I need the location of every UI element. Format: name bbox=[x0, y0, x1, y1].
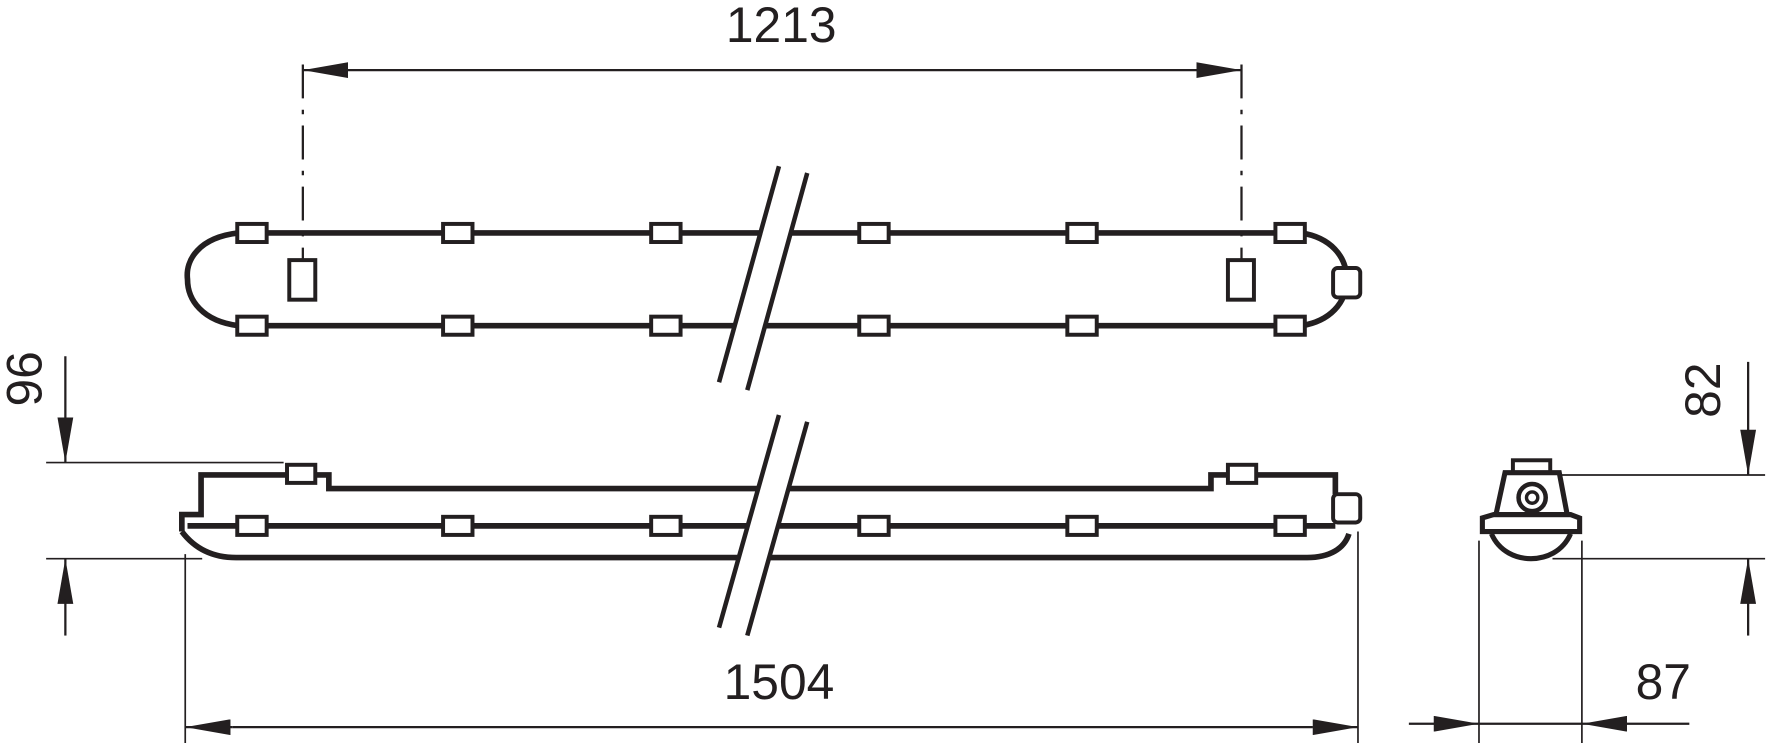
break-line bbox=[716, 165, 782, 383]
housing-clip bbox=[1273, 221, 1307, 244]
dimension-1504: 1504 bbox=[184, 531, 1359, 743]
housing-clip bbox=[1065, 221, 1099, 244]
end-diffuser bbox=[1489, 532, 1573, 562]
housing-clip bbox=[1065, 514, 1099, 537]
side-view bbox=[179, 414, 1363, 637]
end-gland-circle bbox=[1516, 481, 1548, 514]
break-line bbox=[745, 421, 810, 637]
housing-clip bbox=[857, 221, 891, 244]
mounting-bracket-right bbox=[1225, 258, 1256, 302]
dimension-label: 87 bbox=[1636, 654, 1691, 710]
dimension-82: 82 bbox=[1552, 361, 1766, 636]
housing-clip bbox=[857, 514, 891, 537]
housing-clip bbox=[235, 314, 269, 337]
housing-clip bbox=[1273, 514, 1307, 537]
break-gap bbox=[719, 415, 808, 636]
clips bbox=[235, 514, 1307, 537]
dimension-1213: 1213 bbox=[302, 0, 1242, 79]
housing-clip bbox=[441, 514, 475, 537]
housing-clip bbox=[649, 221, 683, 244]
cable-gland bbox=[1331, 266, 1363, 300]
end-cap-left bbox=[184, 230, 239, 329]
cable-gland bbox=[1331, 492, 1363, 525]
clips bbox=[235, 221, 1307, 337]
housing-clip bbox=[441, 221, 475, 244]
dimension-96: 96 bbox=[0, 351, 284, 636]
housing-clip bbox=[1065, 314, 1099, 337]
mounting-bracket-left bbox=[287, 258, 318, 302]
housing-clip bbox=[649, 314, 683, 337]
dimension-label: 1504 bbox=[724, 654, 835, 710]
end-base bbox=[1479, 512, 1583, 535]
dimension-87: 87 bbox=[1408, 540, 1691, 743]
housing-clip bbox=[1273, 314, 1307, 337]
dimension-label: 82 bbox=[1675, 362, 1731, 417]
housing-clip bbox=[235, 514, 269, 537]
mounting-clip-left bbox=[285, 462, 318, 485]
dimension-label: 1213 bbox=[726, 0, 837, 53]
housing-clip bbox=[857, 314, 891, 337]
break-line bbox=[716, 414, 782, 629]
break-line bbox=[745, 172, 810, 391]
housing-clip bbox=[235, 221, 269, 244]
end-view bbox=[1479, 458, 1583, 562]
break-gap bbox=[719, 166, 808, 391]
top-view bbox=[184, 64, 1363, 391]
dimension-label: 96 bbox=[0, 351, 53, 406]
housing-clip bbox=[649, 514, 683, 537]
mounting-clip-right bbox=[1225, 462, 1259, 485]
housing-clip bbox=[441, 314, 475, 337]
diffuser-bottom bbox=[179, 529, 1352, 561]
